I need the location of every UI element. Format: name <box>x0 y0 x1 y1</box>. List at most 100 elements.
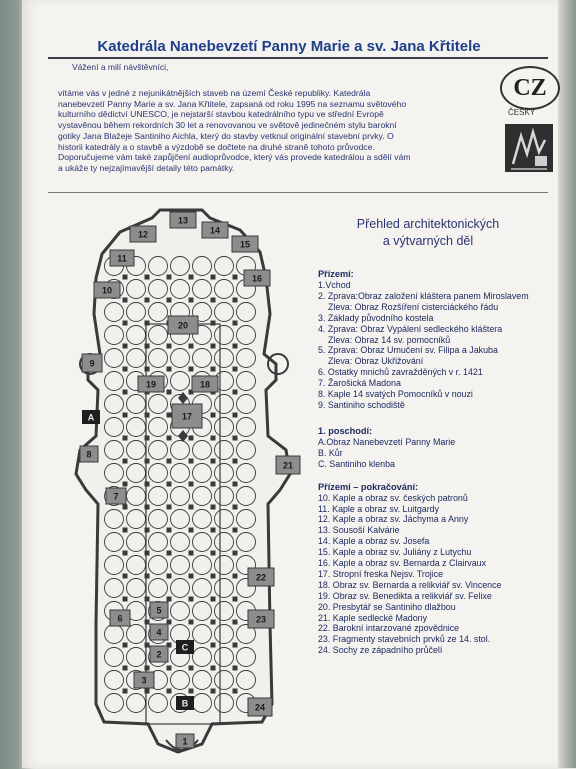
pillar <box>144 343 150 349</box>
pillar <box>232 481 238 487</box>
pillar <box>122 527 128 533</box>
vault-rib <box>214 279 234 299</box>
vault-rib <box>192 532 212 552</box>
pillar <box>232 366 238 372</box>
intro-line: historii katedrály a o stavbě a výzdobě … <box>58 141 375 152</box>
legend-item: B. Kůr <box>318 447 343 458</box>
pillar <box>232 389 238 395</box>
pillar <box>210 320 216 326</box>
pillar <box>210 550 216 556</box>
pillar <box>232 297 238 303</box>
vault-rib <box>214 394 234 414</box>
vault-rib <box>104 348 124 368</box>
room-marker-number: 7 <box>113 492 118 502</box>
pillar <box>232 550 238 556</box>
room-marker-box <box>243 269 271 287</box>
vault-rib <box>104 325 124 345</box>
vault-rib <box>126 279 146 299</box>
vault-rib <box>104 394 124 414</box>
vault-rib <box>148 486 168 506</box>
legend-item: 1.Vchod <box>318 280 351 290</box>
pillar <box>122 320 128 326</box>
room-marker-box <box>247 697 273 717</box>
room-marker-number: 23 <box>256 615 266 625</box>
vault-rib <box>170 578 190 598</box>
legend-item: 6. Ostatky mnichů zavražděných v r. 1421 <box>318 367 483 378</box>
pillar <box>232 458 238 464</box>
vault-rib <box>236 302 256 322</box>
room-marker-box <box>149 601 169 619</box>
pillar <box>122 481 128 487</box>
room-marker-box <box>175 733 195 749</box>
room-marker-number: 5 <box>156 606 161 616</box>
vault-rib <box>148 348 168 368</box>
vault-rib <box>236 532 256 552</box>
pillar <box>144 504 150 510</box>
intro-line: kulturního dědictví UNESCO, je nejstarší… <box>58 109 384 120</box>
room-marker-number: 12 <box>138 230 148 240</box>
pillar <box>166 573 172 579</box>
pillar <box>210 665 216 671</box>
vault-rib <box>236 578 256 598</box>
legend-item: 15. Kaple a obraz sv. Juliány z Lutychu <box>318 547 472 558</box>
pillar <box>144 527 150 533</box>
wall-edge <box>556 0 576 768</box>
legend-item: 21. Kaple sedlecké Madony <box>318 612 428 623</box>
pillar <box>188 504 194 510</box>
vault-rib <box>214 647 234 667</box>
vault-rib <box>192 509 212 529</box>
vault-rib <box>126 693 146 713</box>
legend-item: 13. Sousoší Kalvárie <box>318 525 400 536</box>
legend-item: 22. Barokní intarzované zpovědnice <box>318 623 460 634</box>
pillar <box>122 458 128 464</box>
vault-rib <box>126 647 146 667</box>
vault-rib <box>214 601 234 621</box>
pillar <box>188 366 194 372</box>
vault-rib <box>214 463 234 483</box>
pillar <box>166 688 172 694</box>
pillar <box>166 458 172 464</box>
pillar <box>188 688 194 694</box>
room-marker-number: 16 <box>252 274 262 284</box>
room-marker-number: 4 <box>156 628 161 638</box>
pillar <box>232 573 238 579</box>
vault-rib <box>214 348 234 368</box>
pillar <box>144 297 150 303</box>
pillar <box>188 297 194 303</box>
room-marker-box <box>171 403 203 429</box>
legend-item: A.Obraz Nanebevzetí Panny Marie <box>318 436 456 447</box>
vault-rib <box>236 394 256 414</box>
room-marker-box <box>247 609 275 629</box>
vault-rib <box>126 624 146 644</box>
vault-rib <box>192 555 212 575</box>
intro-line: a ukáže ty nejzajímavější detaily této p… <box>58 162 235 173</box>
pillar <box>122 504 128 510</box>
vault-rib <box>148 394 168 414</box>
pillar <box>210 297 216 303</box>
pillar <box>232 343 238 349</box>
legend-item: 7. Žarošická Madona <box>318 378 401 389</box>
room-marker-number: 10 <box>102 286 112 296</box>
pillar <box>122 435 128 441</box>
pillar <box>144 596 150 602</box>
vault-rib <box>148 463 168 483</box>
pillar <box>210 458 216 464</box>
vault-rib <box>170 348 190 368</box>
legend-item: Zleva: Obraz Rozšíření cisterciáckého řá… <box>328 301 499 312</box>
pillar <box>188 527 194 533</box>
spacer <box>318 470 554 481</box>
pillar <box>166 343 172 349</box>
staircase-right <box>267 353 289 375</box>
spacer <box>318 411 554 425</box>
vault-rib <box>192 256 212 276</box>
floor1-marker-box <box>82 410 100 424</box>
vault-rib <box>214 486 234 506</box>
vault-rib <box>236 555 256 575</box>
vault-rib <box>148 555 168 575</box>
pillar <box>144 481 150 487</box>
pillar <box>232 619 238 625</box>
vault-rib <box>104 371 124 391</box>
vault-rib <box>214 509 234 529</box>
pillar <box>166 412 172 418</box>
